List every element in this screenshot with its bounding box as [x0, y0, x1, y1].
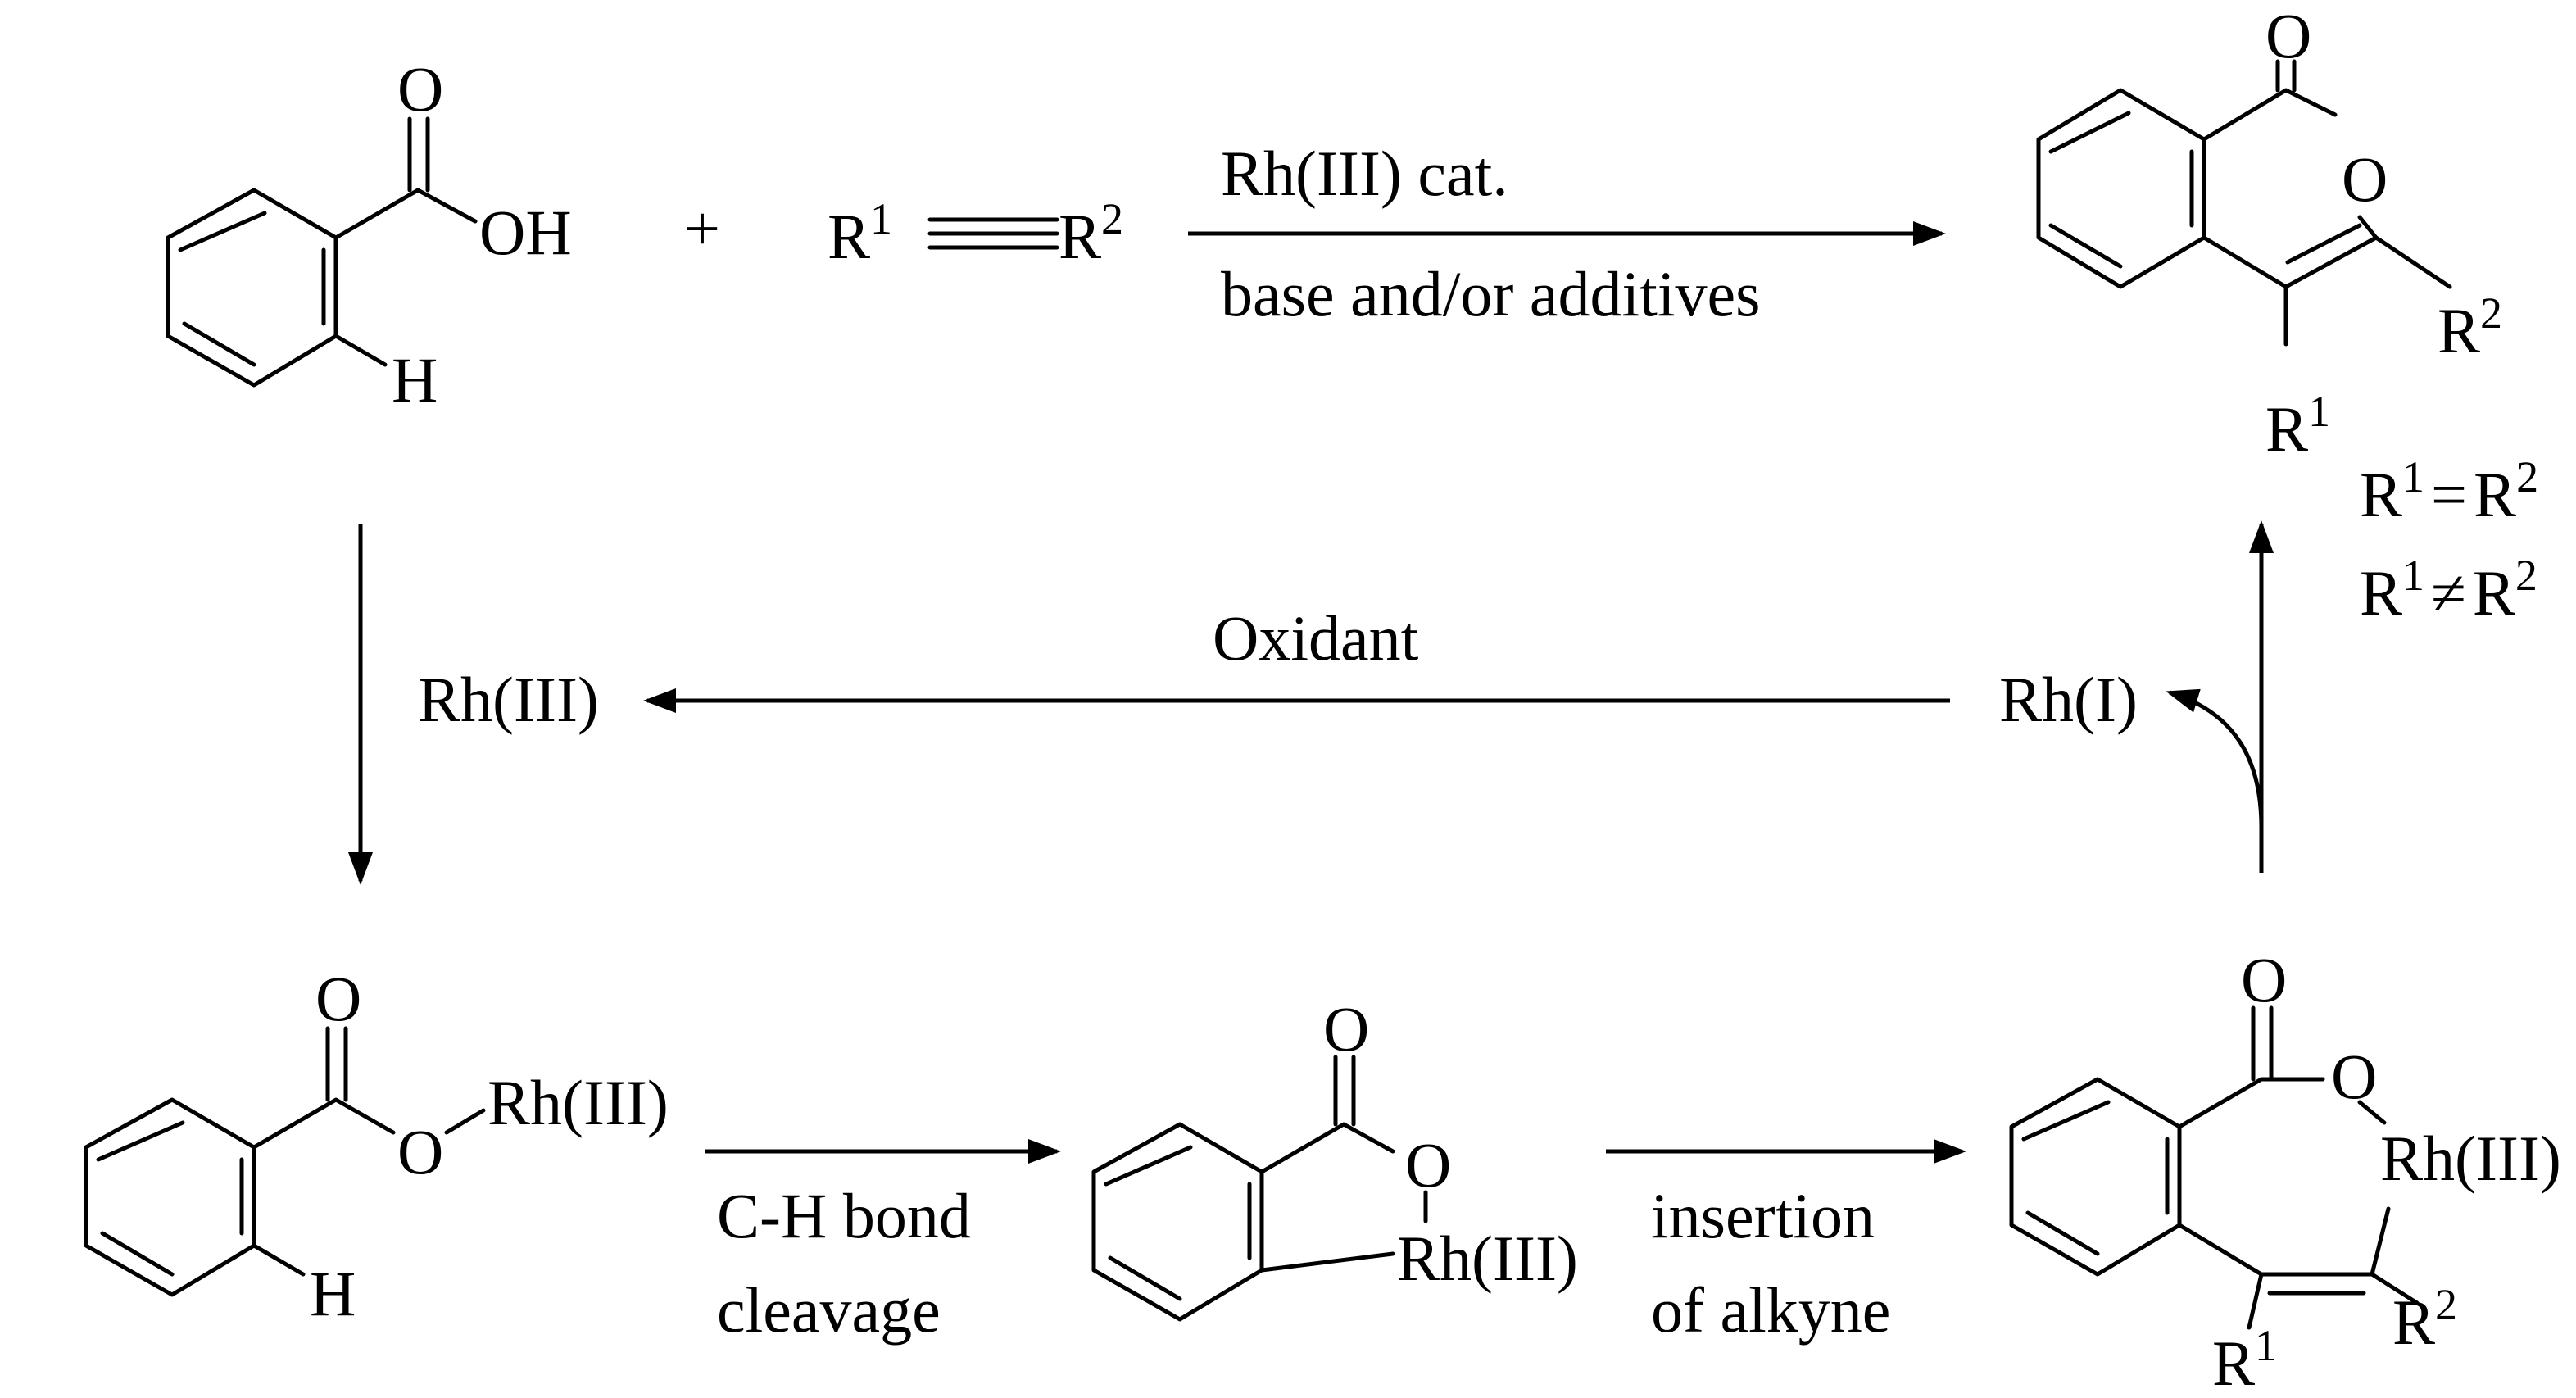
metallacycle-r2-label: R2	[2392, 1280, 2457, 1358]
carboxylate-rh-label: Rh(III)	[488, 1067, 669, 1138]
alkyne-insertion-step: insertion of alkyne	[1606, 1139, 1966, 1346]
carbonyl-oxygen-label: O	[397, 53, 443, 125]
reagent-above-label: Rh(III) cat.	[1221, 138, 1508, 209]
metallacycle-rh-label: Rh(III)	[2380, 1123, 2561, 1194]
rhodacycle-carbonyl-oxygen: O	[1323, 993, 1369, 1064]
oxidant-label: Oxidant	[1213, 602, 1419, 674]
insertion-label-2: of alkyne	[1651, 1274, 1890, 1346]
carboxylate-ortho-hydrogen: H	[310, 1258, 356, 1329]
metallacycle-r1-label: R1	[2212, 1321, 2277, 1398]
ch-activation-label-2: cleavage	[717, 1274, 941, 1346]
benzoic-acid: O OH H	[166, 53, 572, 415]
condition-not-equal: R1≠R2	[2360, 551, 2537, 629]
rhodacycle-rh-label: Rh(III)	[1397, 1223, 1578, 1294]
condition-equal: R1=R2	[2360, 452, 2538, 530]
carboxylate-oxygen: O	[397, 1116, 443, 1187]
product-r2-label: R2	[2438, 288, 2502, 366]
main-reaction-arrow: Rh(III) cat. base and/or additives	[1188, 138, 1946, 329]
product-r1-label: R1	[2265, 387, 2330, 465]
product-carbonyl-oxygen: O	[2265, 0, 2311, 71]
reductive-elimination-curve	[2166, 688, 2264, 828]
carboxylate-carbonyl-oxygen: O	[315, 963, 361, 1034]
rh1-label: Rh(I)	[1999, 664, 2138, 735]
seven-membered-rhodacycle: O O Rh(III) R1 R2	[2009, 944, 2561, 1398]
product-ring-oxygen: O	[2342, 143, 2388, 215]
metallacycle-carbonyl-oxygen: O	[2241, 944, 2287, 1015]
alkyne-r-left: R1	[828, 194, 892, 272]
isocoumarin-product: O O R2 R1	[2036, 0, 2502, 465]
insertion-label-1: insertion	[1651, 1180, 1875, 1251]
rh-carboxylate: O O Rh(III) H	[84, 963, 669, 1329]
rhodacycle-oxygen: O	[1405, 1129, 1451, 1201]
rh3-regenerated-label: Rh(III)	[418, 664, 599, 735]
oxidant-step: Oxidant	[643, 602, 1950, 713]
reagent-below-label: base and/or additives	[1221, 258, 1760, 329]
ch-activation-label-1: C-H bond	[717, 1180, 971, 1251]
ortho-hydrogen-label: H	[392, 344, 438, 415]
plus-sign: +	[684, 193, 720, 264]
hydroxyl-label: OH	[479, 197, 572, 268]
ch-activation-step: C-H bond cleavage	[705, 1139, 1061, 1346]
alkyne: R1 R2	[828, 194, 1123, 272]
five-membered-rhodacycle: O O Rh(III)	[1091, 993, 1578, 1322]
metallacycle-oxygen: O	[2331, 1041, 2377, 1112]
alkyne-r-right: R2	[1059, 194, 1123, 272]
substituent-conditions: R1=R2 R1≠R2	[2360, 452, 2538, 629]
